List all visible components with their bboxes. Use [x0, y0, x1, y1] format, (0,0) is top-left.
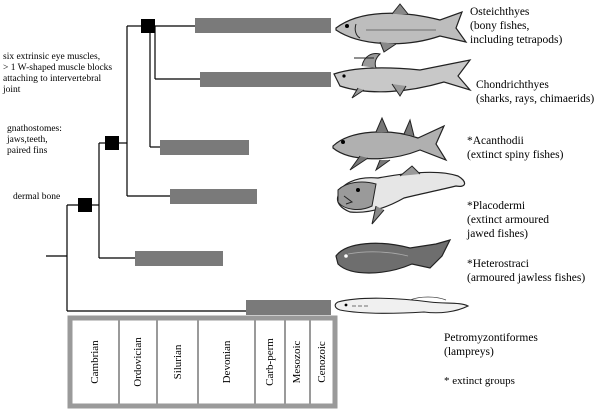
- taxon-label-placodermi: *Placodermi (extinct armoured jawed fish…: [467, 199, 549, 241]
- taxon-name: Petromyzontiformes: [444, 332, 538, 344]
- range-bar-chondrichthyes: [200, 72, 331, 87]
- footnote-extinct: * extinct groups: [444, 375, 515, 387]
- character-line: joint: [3, 85, 21, 95]
- character-line: jaws,teeth,: [7, 135, 48, 145]
- period-ordovician: Ordovician: [132, 337, 144, 387]
- range-bar-osteichthyes: [195, 18, 331, 33]
- taxon-detail: (sharks, rays, chimaerids): [476, 93, 595, 105]
- taxon-detail: (armoured jawless fishes): [467, 272, 586, 284]
- taxon-detail: including tetrapods): [470, 34, 563, 46]
- character-gnathostomes: gnathostomes: jaws,teeth, paired fins: [7, 124, 62, 157]
- taxon-label-petromyzontiformes: Petromyzontiformes (lampreys): [444, 331, 538, 359]
- timescale-outer: [67, 315, 338, 409]
- bony-fish-icon: [335, 3, 468, 53]
- character-dermal-bone: dermal bone: [13, 192, 60, 203]
- taxon-label-acanthodii: *Acanthodii (extinct spiny fishes): [467, 134, 563, 162]
- taxon-detail: jawed fishes): [467, 228, 528, 240]
- range-bar-lampreys: [246, 300, 331, 315]
- range-bar-placodermi: [170, 189, 257, 204]
- taxon-name: Osteichthyes: [470, 6, 530, 18]
- taxon-detail: (bony fishes,: [470, 20, 530, 32]
- character-line: six extrinsic eye muscles,: [3, 52, 101, 62]
- taxon-label-heterostraci: *Heterostraci (armoured jawless fishes): [467, 257, 585, 285]
- character-line: paired fins: [7, 146, 48, 156]
- taxon-detail: (extinct spiny fishes): [467, 149, 564, 161]
- tree-branches: [46, 25, 246, 312]
- timescale: [67, 315, 338, 409]
- character-line: dermal bone: [13, 192, 61, 202]
- taxon-name: *Heterostraci: [467, 258, 529, 270]
- character-line: > 1 W-shaped muscle blocks: [3, 63, 113, 73]
- acanthodian-icon: [332, 116, 448, 172]
- node-eye-muscles: [141, 19, 155, 33]
- period-devonian: Devonian: [221, 340, 233, 384]
- shark-icon: [333, 53, 472, 99]
- taxon-name: *Placodermi: [467, 200, 526, 212]
- period-carb-perm: Carb-perm: [264, 338, 276, 386]
- taxon-label-chondrichthyes: Chondrichthyes (sharks, rays, chimaerids…: [476, 78, 594, 106]
- character-line: attaching to intervertebral: [3, 74, 102, 84]
- period-cenozoic: Cenozoic: [316, 341, 328, 383]
- range-bars: [135, 18, 331, 315]
- node-gnathostomes: [105, 136, 119, 150]
- period-cambrian: Cambrian: [89, 340, 101, 384]
- taxon-detail: (extinct armoured: [467, 214, 550, 226]
- character-eye-muscles: six extrinsic eye muscles, > 1 W-shaped …: [3, 52, 112, 96]
- node-dermal-bone: [78, 198, 92, 212]
- character-line: gnathostomes:: [7, 124, 62, 134]
- range-bar-acanthodii: [160, 140, 249, 155]
- heterostracan-icon: [335, 239, 452, 274]
- range-bar-heterostraci: [135, 251, 223, 266]
- period-silurian: Silurian: [172, 344, 184, 380]
- lamprey-icon: [334, 296, 470, 314]
- period-mesozoic: Mesozoic: [291, 340, 303, 384]
- taxon-label-osteichthyes: Osteichthyes (bony fishes, including tet…: [470, 5, 562, 47]
- taxon-detail: (lampreys): [444, 346, 494, 358]
- placoderm-icon: [336, 165, 466, 225]
- taxon-name: Chondrichthyes: [476, 79, 549, 91]
- taxon-name: *Acanthodii: [467, 135, 524, 147]
